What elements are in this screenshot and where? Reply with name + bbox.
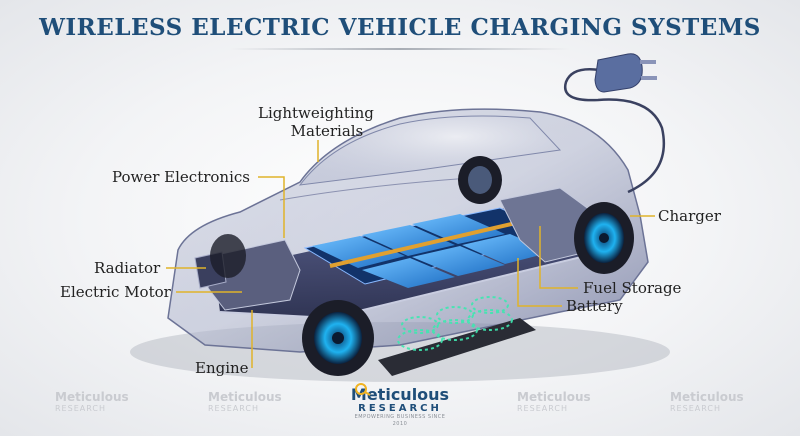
brand-logo: Meticulous RESEARCH EMPOWERING BUSINESS … [350,383,450,428]
battery-cell [412,246,505,276]
charging-coils [397,296,513,351]
battery-cell [362,225,455,256]
brand-sub: RESEARCH [358,403,442,414]
charging-pad [378,318,536,376]
label-fuel-storage: Fuel Storage [583,279,682,297]
label-battery: Battery [566,297,623,315]
leader-lines [166,140,655,368]
label-power-electronics: Power Electronics [112,168,250,186]
title-divider [230,48,570,50]
battery-cell [412,214,505,244]
label-lightweighting-line1: Lightweighting [258,104,374,122]
brand-name: Meticulous [350,385,450,404]
battery-cell [462,234,552,264]
label-radiator: Radiator [94,259,161,277]
leader-fuel-storage [539,226,578,289]
windshield [298,115,562,186]
label-engine: Engine [195,359,249,377]
label-charger: Charger [658,207,721,225]
battery-cell [362,258,455,288]
front-wheel [302,300,374,376]
front-left-wheel [210,234,246,278]
rear-wheel [574,202,634,274]
label-lightweighting-materials: Lightweighting Materials [258,104,374,140]
label-lightweighting-line2: Materials [290,122,364,140]
charging-cable [563,68,666,194]
page-title: WIRELESS ELECTRIC VEHICLE CHARGING SYSTE… [39,14,761,41]
battery-busbar [329,220,521,268]
label-electric-motor: Electric Motor [60,283,171,301]
brand-tagline: EMPOWERING BUSINESS SINCE 2010 [354,414,446,427]
leader-battery [517,258,562,307]
magnifier-icon [355,383,371,396]
plug-icon [594,53,657,93]
leader-power-electronics [258,176,285,238]
battery-cell [312,236,405,268]
door-line [279,177,471,201]
rear-left-wheel [458,156,502,204]
